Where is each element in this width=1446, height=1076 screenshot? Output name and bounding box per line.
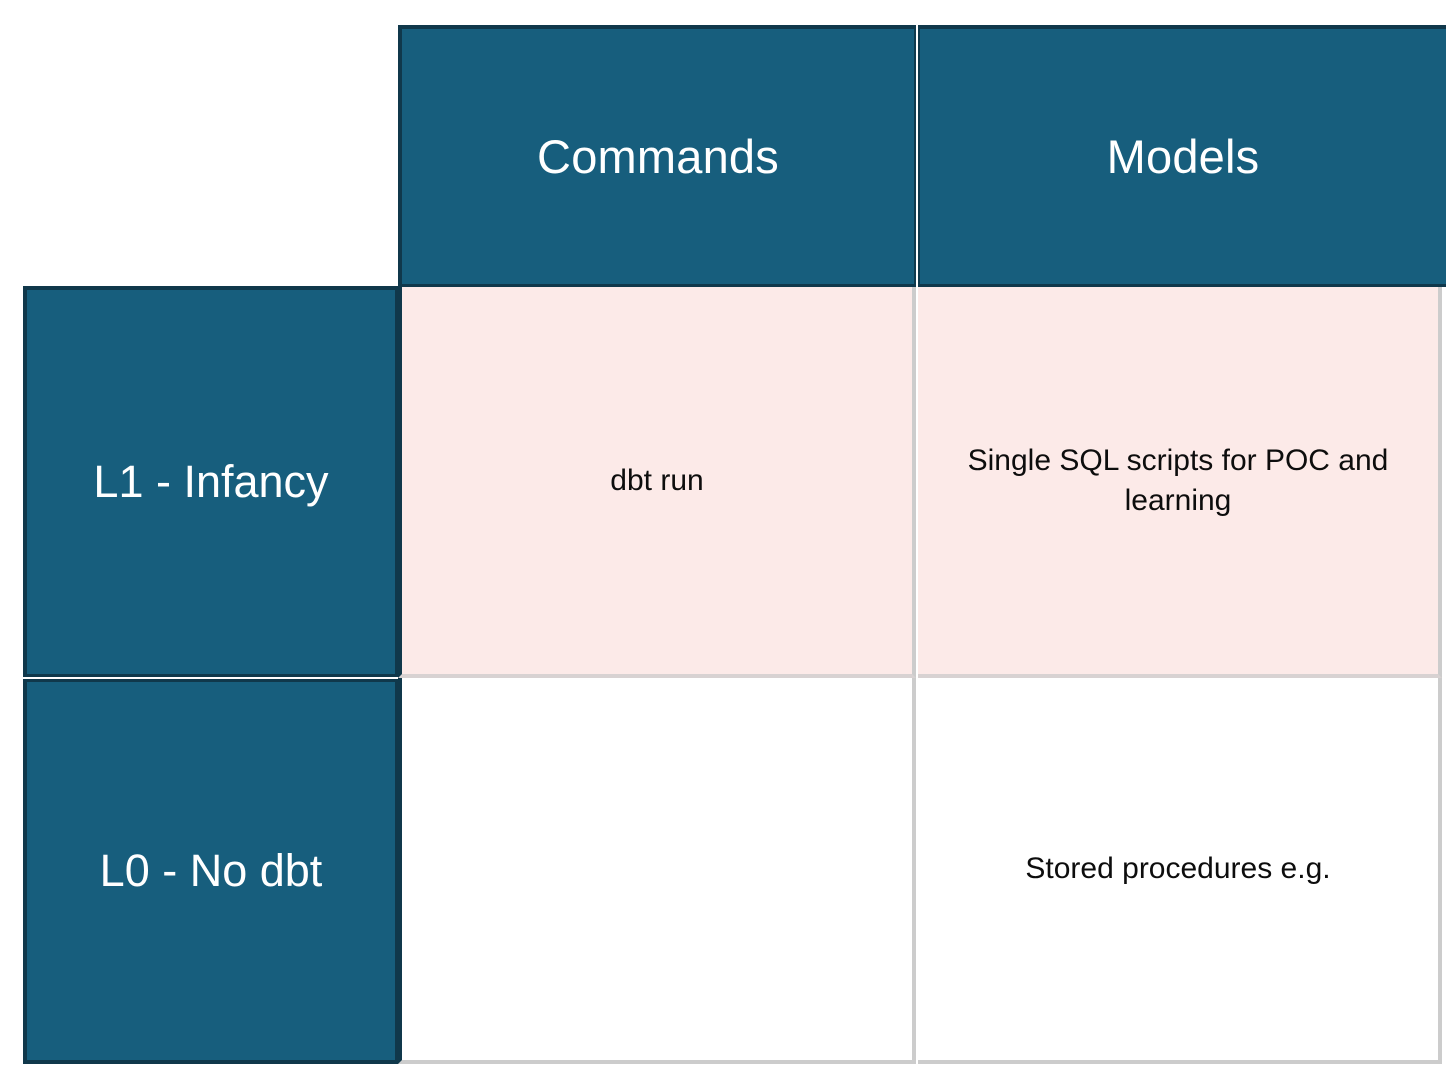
column-header-models[interactable]: Models <box>918 25 1446 287</box>
matrix-corner-spacer <box>0 0 398 287</box>
cell-l1-models: Single SQL scripts for POC and learning <box>918 287 1442 678</box>
row-header-l0-no-dbt[interactable]: L0 - No dbt <box>23 679 398 1064</box>
column-header-models-label: Models <box>1106 130 1260 183</box>
cell-l0-models-text: Stored procedures e.g. <box>1025 852 1331 886</box>
cell-l1-commands: dbt run <box>398 287 916 678</box>
cell-l0-commands <box>398 678 916 1064</box>
cell-l1-models-text: Single SQL scripts for POC and learning <box>967 443 1389 517</box>
cell-l0-models: Stored procedures e.g. <box>918 678 1442 1064</box>
cell-l1-commands-text: dbt run <box>610 463 704 497</box>
column-header-commands[interactable]: Commands <box>398 25 916 287</box>
row-header-l1-infancy[interactable]: L1 - Infancy <box>23 286 398 677</box>
row-header-l0-label: L0 - No dbt <box>99 845 323 896</box>
row-header-l1-label: L1 - Infancy <box>93 456 329 507</box>
column-header-commands-label: Commands <box>537 130 779 183</box>
